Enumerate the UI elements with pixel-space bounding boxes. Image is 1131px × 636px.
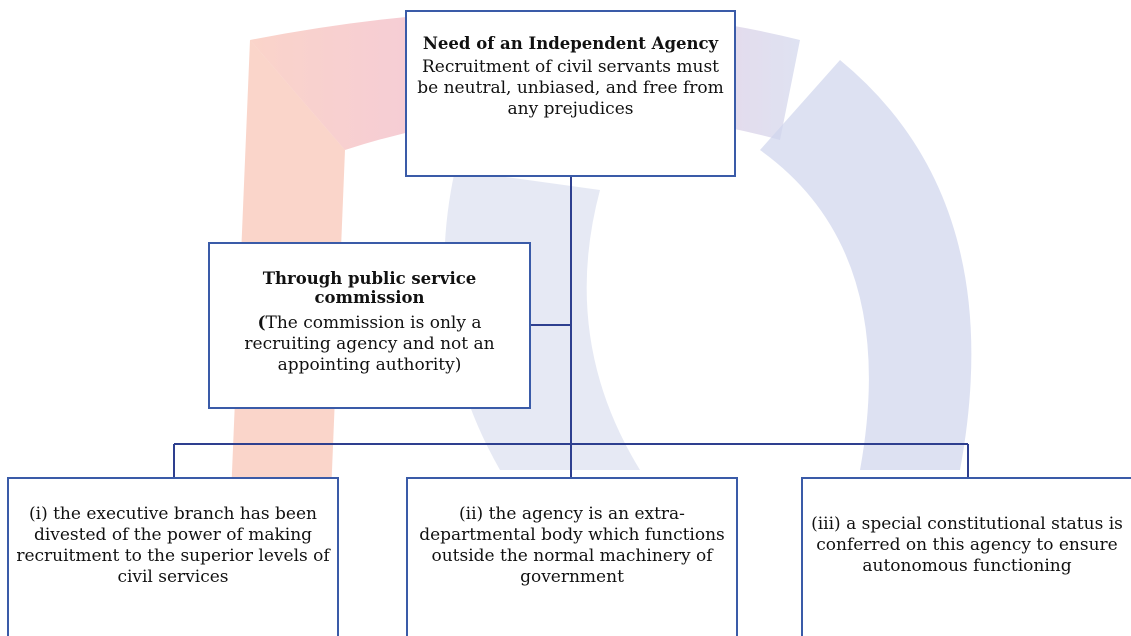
opening-parenthesis: ( [257,313,266,333]
point-executive-divested-box: (i) the executive branch has been divest… [7,477,339,636]
point-extra-departmental-box: (ii) the agency is an extra-departmental… [406,477,738,636]
need-of-agency-title: Need of an Independent Agency [422,34,719,53]
need-of-agency-text: Recruitment of civil servants must be ne… [417,57,724,119]
point-executive-divested-text: (i) the executive branch has been divest… [16,503,330,587]
point-constitutional-status-box: (iii) a special constitutional status is… [801,477,1131,636]
public-service-commission-title: Through public service commission [262,269,477,307]
public-service-commission-box: Through public service commission (The c… [208,242,531,409]
public-service-commission-text: (The commission is only a recruiting age… [216,313,523,376]
point-extra-departmental-text: (ii) the agency is an extra-departmental… [419,503,725,587]
need-of-agency-box: Need of an Independent Agency Recruitmen… [405,10,736,177]
watermark-ring [760,60,972,470]
public-service-commission-body: The commission is only a recruiting agen… [244,313,495,375]
point-constitutional-status-text: (iii) a special constitutional status is… [811,514,1123,576]
